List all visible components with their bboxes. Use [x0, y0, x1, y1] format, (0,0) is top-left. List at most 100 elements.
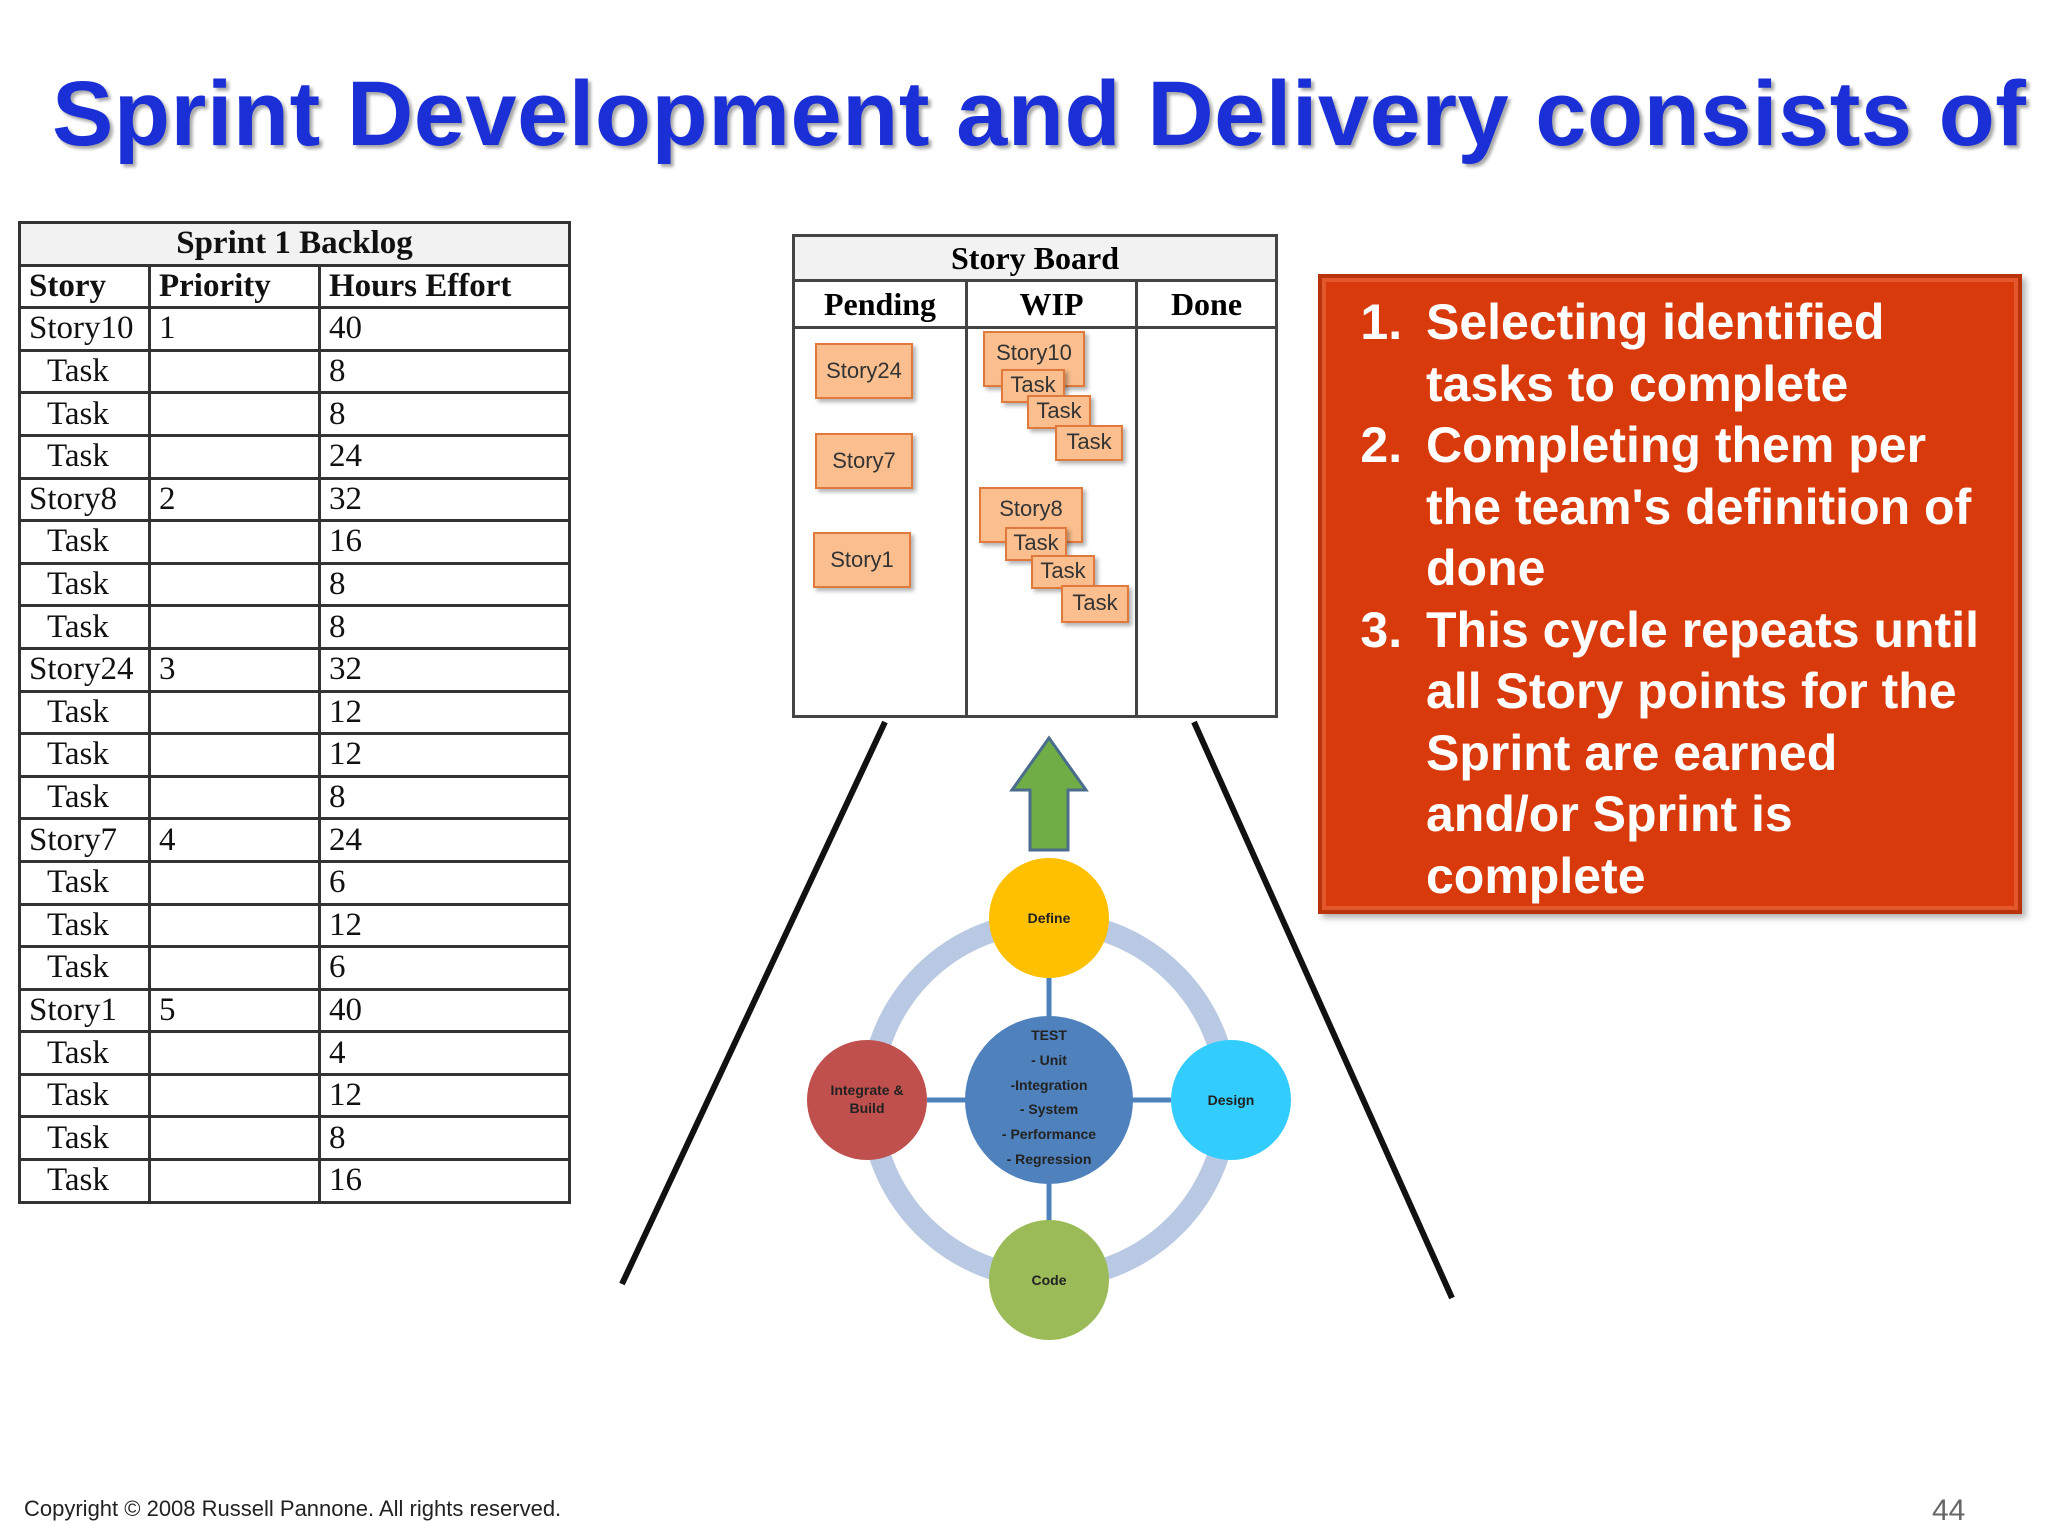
define-label: Define [1028, 910, 1071, 926]
design-node [1171, 1040, 1291, 1160]
story-cell: Story10 [18, 306, 151, 352]
column-wip-header: WIP [968, 282, 1135, 329]
column-header-story: Story [18, 263, 151, 310]
task-row: Task 16 [18, 1158, 571, 1204]
priority-cell [148, 774, 321, 821]
integrate-label-line2: Build [850, 1100, 885, 1116]
perspective-line-right [1191, 720, 1455, 1300]
priority-cell [148, 433, 321, 480]
task-row: Task 12 [18, 689, 571, 736]
column-divider [965, 282, 968, 715]
story-card-wip: Story8 [979, 487, 1083, 543]
story-cell: Task [18, 774, 151, 821]
story-card-pending: Story1 [813, 532, 911, 588]
story-cell: Story7 [18, 817, 151, 863]
story-cell: Task [18, 433, 151, 480]
center-label-line: - System [1020, 1101, 1078, 1117]
hours-cell: 8 [318, 604, 571, 650]
task-row: Task 8 [18, 348, 571, 395]
story-card-pending: Story7 [815, 433, 913, 489]
step-item: Selecting identified tasks to complete [1416, 292, 1998, 415]
code-label: Code [1032, 1272, 1067, 1288]
priority-cell: 1 [148, 306, 321, 352]
hours-cell: 16 [318, 519, 571, 565]
column-done-header: Done [1138, 282, 1275, 329]
column-header-priority: Priority [148, 263, 321, 310]
priority-cell [148, 348, 321, 395]
hours-cell: 24 [318, 817, 571, 863]
code-node [989, 1220, 1109, 1340]
step-item: Completing them per the team's definitio… [1416, 415, 1998, 600]
sprint-backlog-table: Sprint 1 Backlog Story Priority Hours Ef… [18, 221, 571, 1204]
steps-list: Selecting identified tasks to complete C… [1322, 278, 2018, 907]
priority-cell: 4 [148, 817, 321, 863]
story-cell: Task [18, 1030, 151, 1076]
center-label-line: - Unit [1031, 1052, 1067, 1068]
hours-cell: 16 [318, 1158, 571, 1204]
hours-cell: 8 [318, 391, 571, 437]
story-cell: Task [18, 348, 151, 395]
priority-cell [148, 1115, 321, 1162]
hours-cell: 6 [318, 945, 571, 991]
priority-cell [148, 689, 321, 736]
priority-cell [148, 1030, 321, 1076]
hours-cell: 12 [318, 1072, 571, 1119]
story-cell: Story8 [18, 476, 151, 523]
priority-cell: 5 [148, 987, 321, 1034]
task-row: Task 16 [18, 519, 571, 565]
priority-cell [148, 732, 321, 778]
copyright-footer: Copyright © 2008 Russell Pannone. All ri… [24, 1496, 562, 1521]
hours-cell: 40 [318, 306, 571, 352]
hours-cell: 12 [318, 902, 571, 949]
hours-cell: 40 [318, 987, 571, 1034]
story-cell: Story1 [18, 987, 151, 1034]
priority-cell [148, 1158, 321, 1204]
hours-cell: 12 [318, 732, 571, 778]
hours-cell: 4 [318, 1030, 571, 1076]
task-row: Task 4 [18, 1030, 571, 1076]
story-board-title: Story Board [795, 237, 1275, 282]
hours-cell: 8 [318, 774, 571, 821]
hours-cell: 24 [318, 433, 571, 480]
story-cell: Task [18, 604, 151, 650]
integrate-label-line1: Integrate & [830, 1082, 903, 1098]
task-row: Task 8 [18, 774, 571, 821]
story-cell: Task [18, 689, 151, 736]
column-header-hours: Hours Effort [318, 263, 571, 310]
page-number: 44 [1932, 1494, 1966, 1527]
hours-cell: 8 [318, 561, 571, 608]
story-cell: Task [18, 1158, 151, 1204]
story-cell: Task [18, 945, 151, 991]
hours-cell: 12 [318, 689, 571, 736]
priority-cell [148, 902, 321, 949]
backlog-caption: Sprint 1 Backlog [18, 221, 571, 267]
priority-cell [148, 859, 321, 906]
hours-cell: 8 [318, 1115, 571, 1162]
column-divider [1135, 282, 1138, 715]
priority-cell: 2 [148, 476, 321, 523]
hours-cell: 32 [318, 646, 571, 693]
story-cell: Task [18, 561, 151, 608]
integrate-build-node [807, 1040, 927, 1160]
design-label: Design [1208, 1092, 1255, 1108]
story-cell: Story24 [18, 646, 151, 693]
story-cell: Task [18, 519, 151, 565]
priority-cell [148, 391, 321, 437]
step-item: This cycle repeats until all Story point… [1416, 600, 1998, 908]
priority-cell [148, 1072, 321, 1119]
story-cell: Task [18, 1115, 151, 1162]
hours-cell: 6 [318, 859, 571, 906]
task-card: Task [1001, 369, 1065, 403]
priority-cell [148, 519, 321, 565]
task-row: Task 8 [18, 561, 571, 608]
column-pending-header: Pending [795, 282, 965, 329]
hours-cell: 8 [318, 348, 571, 395]
